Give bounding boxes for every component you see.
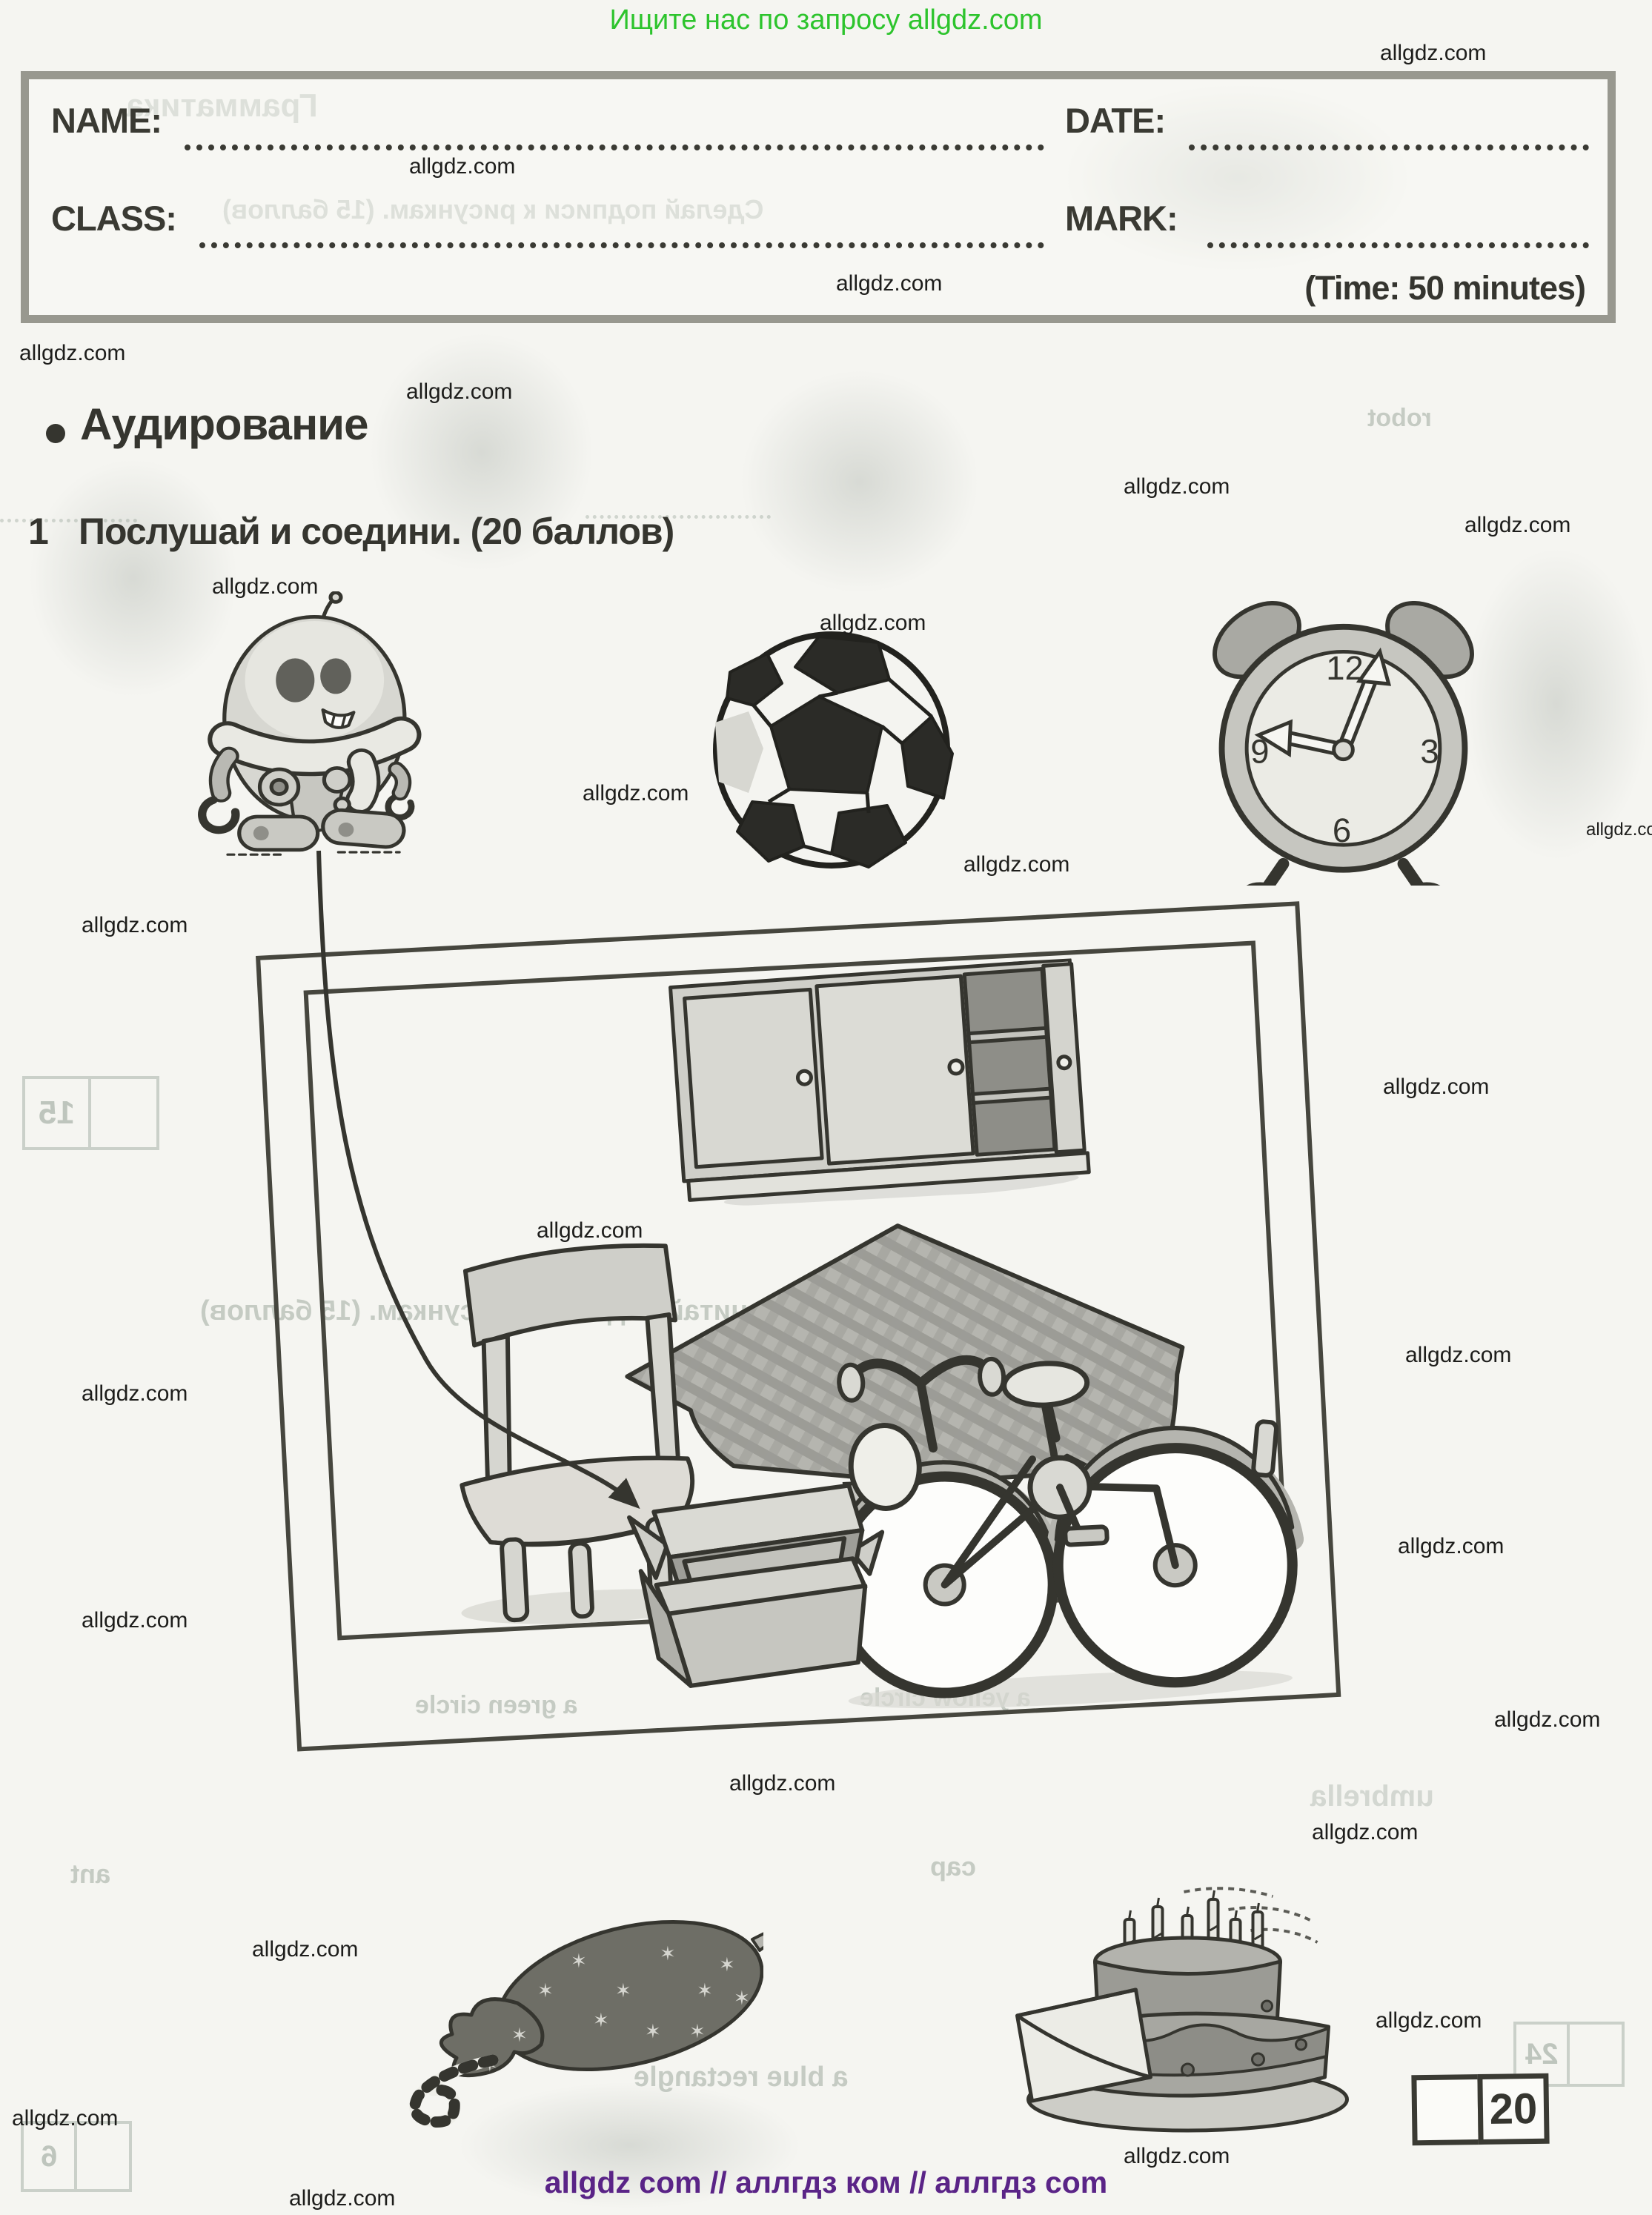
watermark-text: allgdz.com (1124, 2144, 1230, 2168)
svg-text:✶: ✶ (697, 1979, 713, 2002)
scan-blob (460, 2082, 800, 2208)
watermark-text: allgdz.com (1494, 1707, 1601, 1732)
watermark-text: allgdz.com (1376, 2008, 1482, 2033)
mark-answer-line (1207, 195, 1589, 248)
score-box-max-cell: 20 (1477, 2073, 1550, 2145)
svg-text:✶: ✶ (537, 1979, 554, 2002)
scan-blob (30, 459, 237, 697)
svg-text:✶: ✶ (511, 2024, 528, 2046)
task-number: 1 (28, 511, 49, 552)
box-illustration (627, 1483, 885, 1688)
bleedthrough-scorebox: 6 (21, 2121, 132, 2192)
watermark-text: allgdz.com (1586, 820, 1652, 840)
svg-text:✶: ✶ (689, 2020, 706, 2042)
watermark-text: allgdz.com (212, 574, 319, 599)
svg-text:✶: ✶ (571, 1950, 587, 1972)
svg-text:✶: ✶ (734, 1987, 750, 2009)
watermark-text: allgdz.com (836, 271, 943, 296)
clock-number-3: 3 (1420, 733, 1439, 771)
bicycle-illustration (823, 1355, 1304, 1709)
watermark-text: allgdz.com (82, 1608, 188, 1633)
bleedthrough-text: cap (930, 1851, 977, 1882)
svg-text:✶: ✶ (615, 1979, 631, 2002)
score-box: 20 (1411, 2073, 1550, 2146)
alarm-clock-illustration: 12 3 6 9 (1213, 600, 1474, 886)
watermark-text: allgdz.com (19, 341, 126, 365)
promo-line: Ищите нас по запросу allgdz.com (609, 4, 1043, 36)
mark-label: MARK: (1065, 199, 1178, 238)
watermark-text: allgdz.com (1383, 1075, 1490, 1099)
robot-illustration (198, 591, 422, 856)
picture-frame-outer (256, 901, 1341, 1752)
svg-text:✶: ✶ (645, 2020, 661, 2042)
date-label: DATE: (1065, 101, 1166, 140)
task-instruction: Послушай и соедини. (20 баллов) (79, 511, 674, 552)
test-header-box: NAME: DATE: CLASS: MARK: (Time: 50 minut… (21, 71, 1616, 323)
bleedthrough-scorebox: 24 (1513, 2022, 1625, 2087)
clock-number-12: 12 (1326, 649, 1364, 687)
watermark-text: allgdz.com (289, 2186, 396, 2211)
envelope (1015, 1987, 1152, 2103)
bleedthrough-text: ant (70, 1859, 110, 1889)
scan-blob (1464, 548, 1649, 860)
watermark-text: allgdz.com (12, 2106, 119, 2131)
clock-number-6: 6 (1333, 811, 1351, 849)
match-line-robot-to-box (316, 850, 640, 1510)
bleedthrough-dots (0, 519, 137, 522)
watermark-text: allgdz.com (82, 1381, 188, 1406)
bleedthrough-text: robot (1367, 404, 1432, 432)
watermark-text: allgdz.com (537, 1218, 643, 1243)
watermark-text: allgdz.com (406, 379, 513, 404)
bleedthrough-scorebox: 15 (22, 1076, 159, 1150)
bleedthrough-dots (586, 515, 771, 519)
svg-text:✶: ✶ (593, 2009, 609, 2031)
scan-blob (1060, 82, 1416, 274)
svg-text:✶: ✶ (719, 1953, 735, 1976)
watermark-text: allgdz.com (1312, 1820, 1419, 1844)
date-answer-line (1189, 97, 1589, 150)
watermark-text: allgdz.com (820, 611, 926, 635)
watermark-text: allgdz.com (963, 852, 1070, 877)
clock-hands (1254, 647, 1392, 762)
section-bullet-icon (46, 424, 65, 443)
watermark-text: allgdz.com (252, 1937, 359, 1962)
section-title: Аудирование (80, 399, 368, 449)
footer-line: allgdz com // аллгдз ком // аллгдз com (544, 2165, 1108, 2199)
watermark-text: allgdz.com (82, 913, 188, 937)
watermark-text: allgdz.com (1380, 41, 1487, 65)
football-illustration (713, 631, 954, 869)
watermark-text: allgdz.com (1124, 474, 1230, 499)
watermark-text: allgdz.com (1464, 513, 1571, 537)
scan-blob (741, 371, 978, 593)
watermark-text: allgdz.com (583, 781, 689, 806)
watermark-text: allgdz.com (1405, 1343, 1512, 1367)
watermark-text: allgdz.com (409, 154, 516, 179)
name-answer-line (185, 97, 1044, 150)
watermark-text: allgdz.com (729, 1771, 836, 1796)
class-label: CLASS: (51, 199, 177, 238)
cupboard-illustration (669, 957, 1091, 1206)
birthday-cake-illustration (1015, 1887, 1349, 2133)
bleedthrough-text: umbrella (1310, 1780, 1434, 1813)
scan-blob (371, 333, 593, 571)
watermark-text: allgdz.com (1398, 1534, 1505, 1558)
name-label: NAME: (51, 101, 162, 140)
time-note: (Time: 50 minutes) (1304, 269, 1586, 307)
score-box-empty-cell (1411, 2073, 1484, 2146)
class-answer-line (199, 195, 1044, 248)
balloon-illustration: ✶✶✶ ✶✶✶ ✶✶✶ ✶✶✶ (409, 1919, 763, 2128)
svg-text:✶: ✶ (660, 1942, 676, 1965)
